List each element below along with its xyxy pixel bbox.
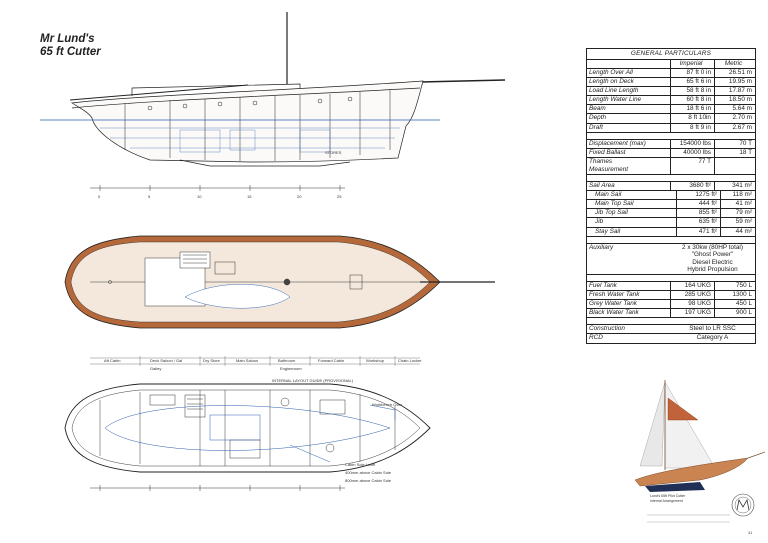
scale-tick: 20	[297, 194, 302, 199]
drawing-title: Mr Lund's 65 ft Cutter	[40, 33, 101, 59]
imperial-header: Imperial	[671, 60, 715, 68]
scale-ticks-profile: 0 5 10 15 20 25	[98, 194, 342, 199]
deckhouse	[131, 83, 301, 96]
interior-plan	[64, 383, 431, 473]
above-400-note: 400mm above Cabin Sole	[345, 470, 392, 475]
compartment-labels: Aft Cabin Deck Saloon / Gal Dry Store Ma…	[104, 358, 422, 371]
main-sail	[664, 381, 716, 469]
compartment-chain-locker: Chain Locker	[398, 358, 422, 363]
interior-hull-outline	[64, 383, 431, 473]
above-800-note: 800mm above Cabin Sole	[345, 478, 392, 483]
scale-tick: 15	[247, 194, 252, 199]
plan-notes: INTERNAL LAYOUT GUIDE (PROVISIONAL) Work…	[272, 378, 403, 483]
jib-sail	[639, 381, 666, 467]
scale-tick: 5	[148, 194, 151, 199]
compartment-galley: Galley	[150, 366, 161, 371]
title-line-2: 65 ft Cutter	[40, 46, 101, 58]
interior-guide-note: INTERNAL LAYOUT GUIDE (PROVISIONAL)	[272, 378, 354, 383]
cabin-sole-note: Cabin Sole Level	[345, 462, 375, 467]
compartment-aft-cabin: Aft Cabin	[104, 358, 120, 363]
metric-header: Metric	[724, 60, 743, 67]
keel	[179, 159, 351, 167]
top-sail	[667, 397, 699, 421]
title-block-line-2: Internal Arrangement	[650, 498, 683, 503]
particulars-column-header: Imperial Metric	[587, 60, 755, 68]
scale-tick: 0	[98, 194, 101, 199]
designer-logo-seal	[731, 493, 755, 517]
profile-view	[69, 12, 506, 167]
stores-label: STORES	[325, 150, 342, 155]
compartment-bathroom: Bathroom	[278, 358, 296, 363]
particulars-heading: GENERAL PARTICULARS	[587, 49, 755, 60]
boom	[69, 84, 249, 101]
title-block-line-1: Lund's 65ft Pilot Cutter	[650, 494, 686, 498]
auxiliary-row: Auxiliary 2 x 30kw (80HP total) "Ghost P…	[587, 244, 755, 275]
yacht-3d-illustration	[634, 380, 766, 492]
spec-row: Measurement	[587, 165, 755, 176]
compartment-deck-saloon: Deck Saloon / Gal	[150, 358, 182, 363]
bulwark-rail	[71, 87, 421, 109]
compartment-main-saloon: Main Saloon	[236, 358, 258, 363]
hull-bottom-3d	[645, 482, 705, 492]
bowsprit	[419, 79, 506, 83]
hull-3d	[634, 457, 749, 487]
general-particulars-table: GENERAL PARTICULARS Imperial Metric Leng…	[586, 48, 756, 344]
workbench-note: Workbench Over	[372, 402, 403, 407]
profile-layout-grid	[100, 127, 400, 153]
title-line-1: Mr Lund's	[40, 33, 95, 45]
compartment-band	[90, 356, 420, 366]
bowsprit-3d	[747, 451, 766, 459]
scale-tick: 10	[197, 194, 202, 199]
page-number: 41	[748, 530, 753, 535]
compartment-forward-cabin: Forward Cabin	[318, 358, 344, 363]
compartment-workshop: Workshop	[366, 358, 385, 363]
compartment-engineroom: Engineroom	[280, 366, 302, 371]
compartment-dry-store: Dry Store	[203, 358, 221, 363]
scale-bar-profile	[90, 185, 345, 191]
scale-bar-plan	[90, 485, 345, 491]
title-block: Lund's 65ft Pilot Cutter Internal Arrang…	[650, 494, 685, 503]
deck-plan	[64, 235, 495, 329]
scale-tick: 25	[337, 194, 342, 199]
